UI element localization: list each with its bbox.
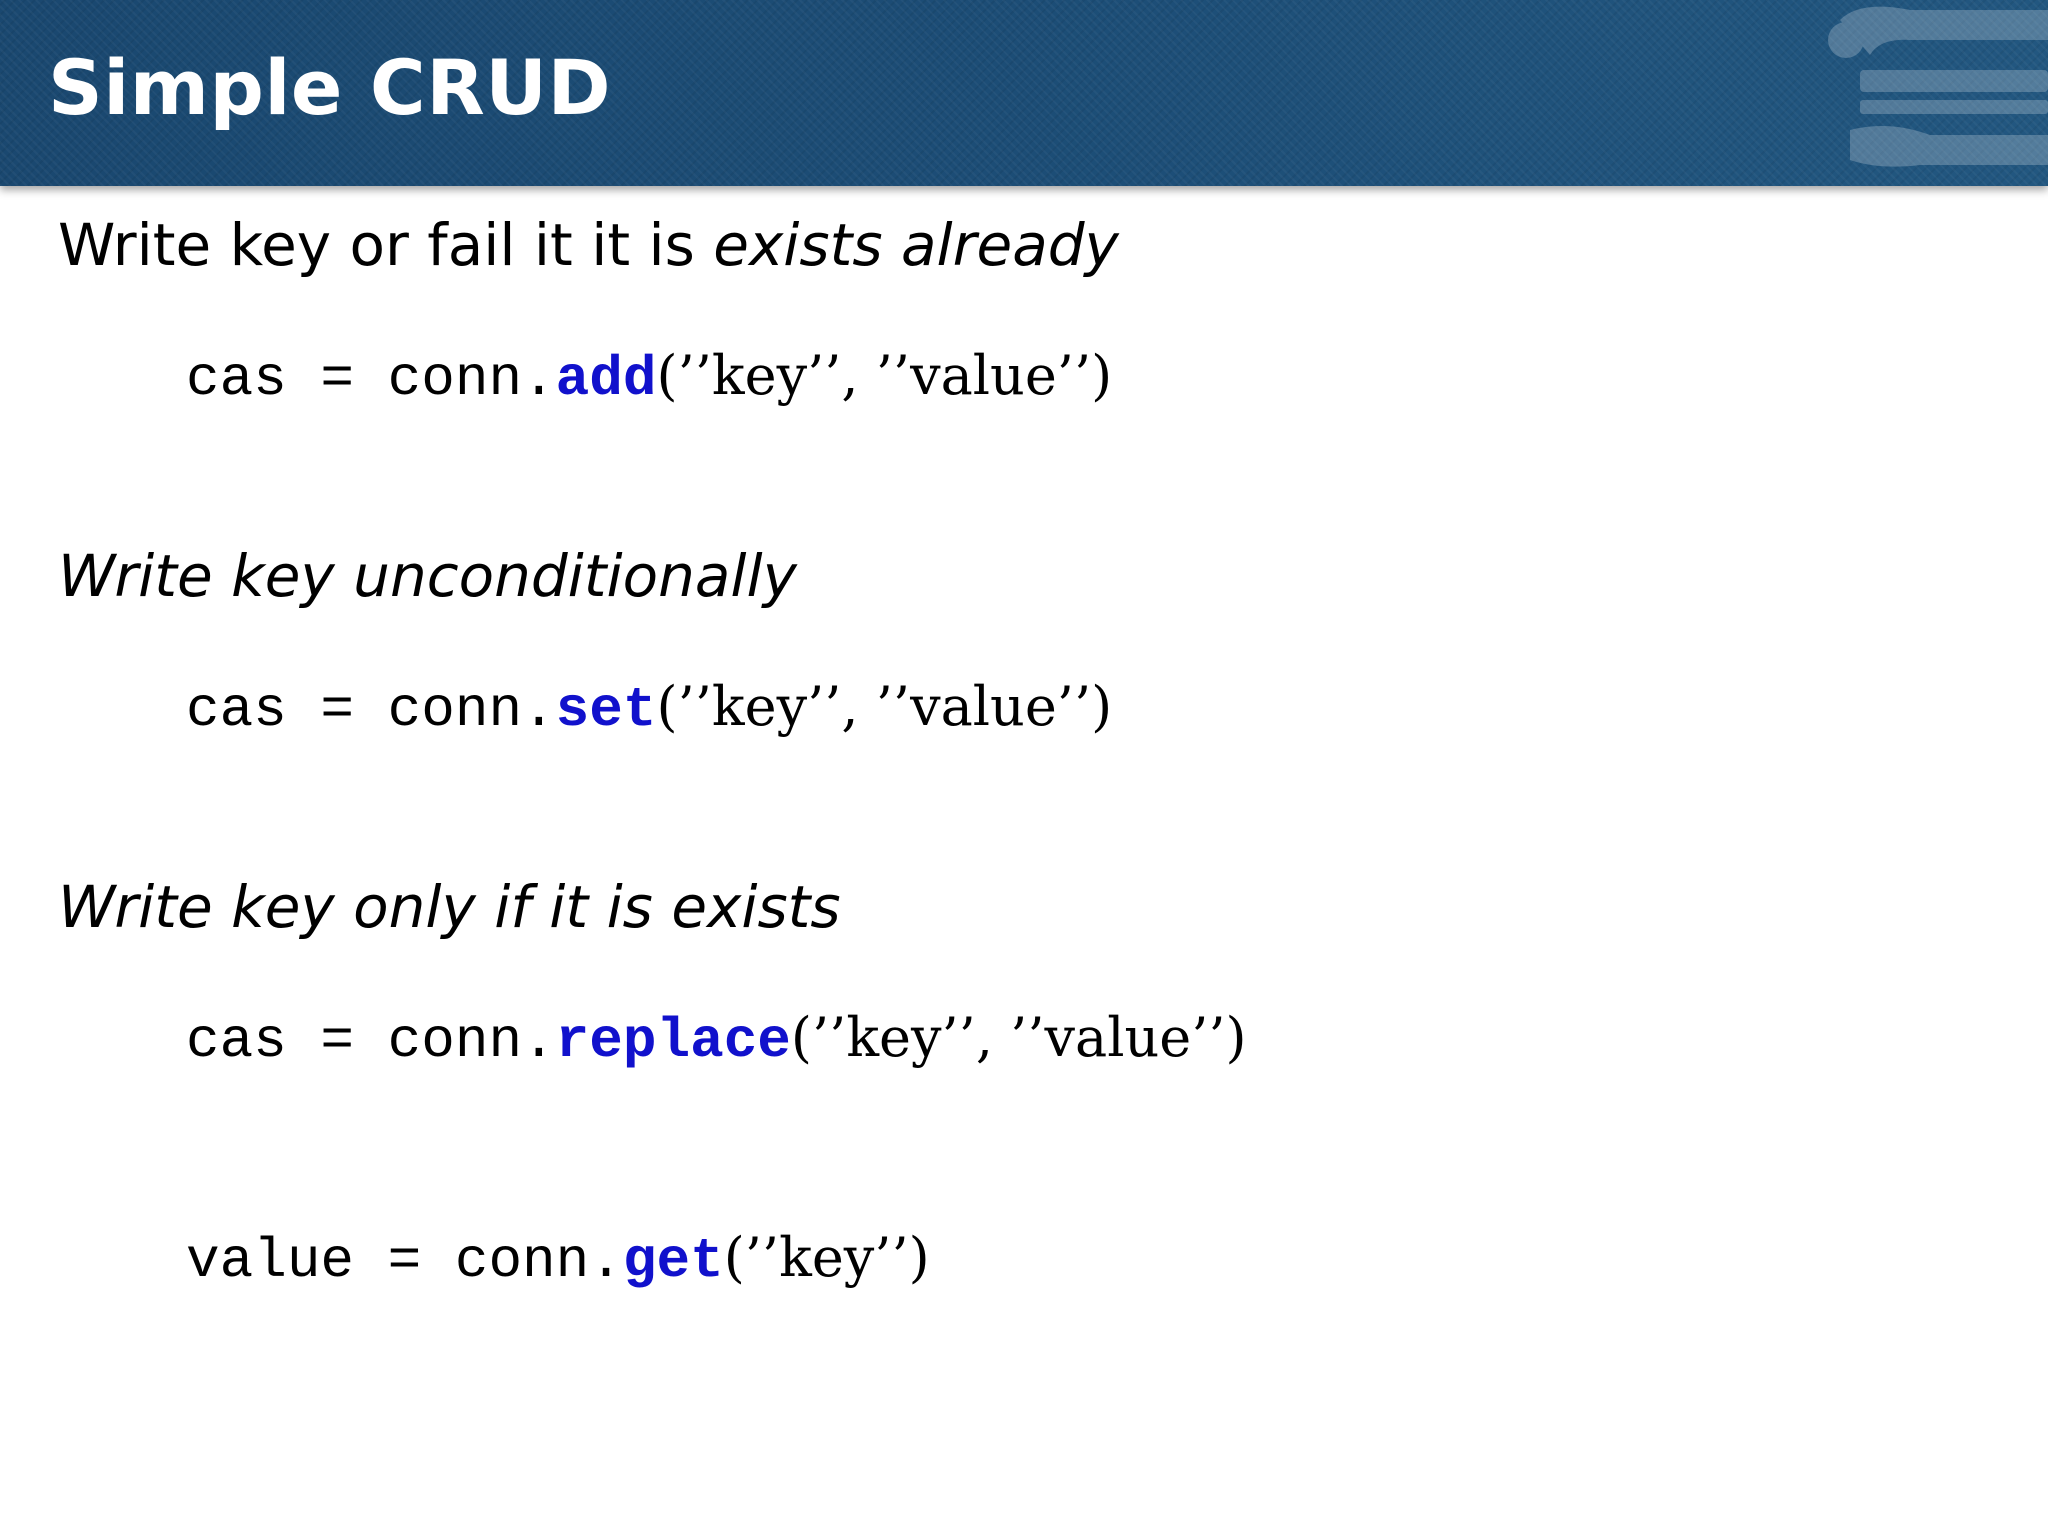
section-1-code-args: (’’key’’, ’’value’’) [656, 344, 1113, 407]
section-2-code-args: (’’key’’, ’’value’’) [656, 675, 1113, 738]
section-1-heading-italic: exists already [713, 211, 1119, 279]
section-3-code-prefix: cas = conn. [186, 1009, 556, 1073]
section-1-heading: Write key or fail it it is exists alread… [58, 210, 1119, 280]
slide-title: Simple CRUD [48, 43, 612, 132]
section-1-code-method: add [555, 347, 657, 411]
section-4-code-prefix: value = conn. [186, 1229, 623, 1293]
section-3-heading: Write key only if it is exists [58, 873, 841, 941]
section-2-code-prefix: cas = conn. [186, 678, 556, 742]
section-4-code-args: (’’key’’) [723, 1226, 930, 1289]
title-bar: Simple CRUD [0, 0, 2048, 186]
section-2-code: cas = conn.set(’’key’’, ’’value’’) [186, 672, 1112, 745]
section-2-code-method: set [555, 678, 657, 742]
section-3-code: cas = conn.replace(’’key’’, ’’value’’) [186, 1003, 1247, 1076]
section-4-code: value = conn.get(’’key’’) [186, 1223, 930, 1296]
section-1-heading-plain: Write key or fail it it is [58, 211, 714, 279]
section-3-code-method: replace [555, 1009, 791, 1073]
section-2-heading: Write key unconditionally [58, 542, 797, 610]
section-3-code-args: (’’key’’, ’’value’’) [790, 1006, 1247, 1069]
section-4-code-method: get [622, 1229, 724, 1293]
section-1-code: cas = conn.add(’’key’’, ’’value’’) [186, 341, 1112, 414]
section-1-code-prefix: cas = conn. [186, 347, 556, 411]
university-building-logo-icon [1828, 6, 2048, 167]
